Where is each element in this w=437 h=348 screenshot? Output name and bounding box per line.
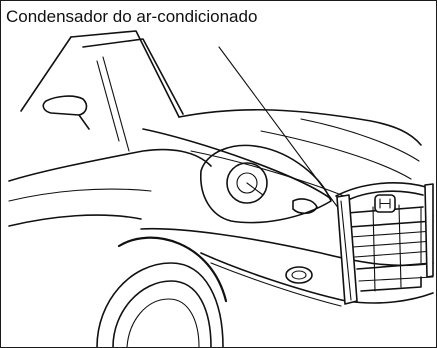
ac-condenser bbox=[336, 183, 434, 305]
component-callout-label: Condensador do ar-condicionado bbox=[6, 7, 258, 26]
grille-assembly bbox=[335, 182, 434, 292]
car-body bbox=[8, 30, 434, 347]
